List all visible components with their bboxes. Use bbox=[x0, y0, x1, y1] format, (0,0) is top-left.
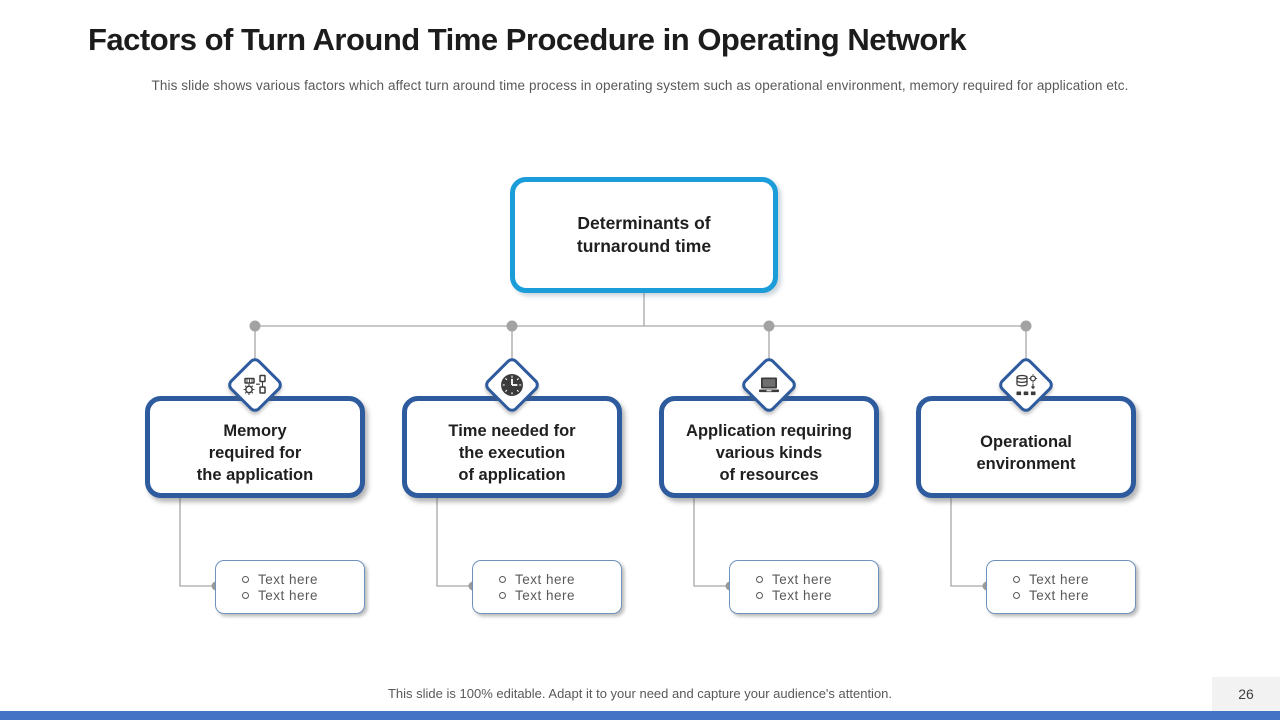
root-node: Determinants of turnaround time bbox=[510, 177, 778, 293]
note-box: Text here Text here bbox=[215, 560, 365, 614]
root-node-label: Determinants of turnaround time bbox=[576, 212, 712, 256]
bullet-circle-icon bbox=[499, 575, 506, 583]
bullet-circle-icon bbox=[242, 591, 249, 599]
note-bullet-item: Text here bbox=[1013, 572, 1135, 587]
note-box: Text here Text here bbox=[729, 560, 879, 614]
factor-label: Time needed for the execution of applica… bbox=[448, 421, 576, 485]
note-text: Text here bbox=[772, 571, 833, 587]
factor-diamond-application bbox=[739, 355, 799, 415]
factor-label: Memory required for the application bbox=[196, 421, 314, 485]
bullet-circle-icon bbox=[756, 591, 763, 599]
note-bullet-item: Text here bbox=[242, 572, 364, 587]
note-bullet-item: Text here bbox=[756, 588, 878, 603]
clock-icon bbox=[499, 372, 525, 398]
factor-label: Application requiring various kinds of r… bbox=[686, 421, 852, 485]
slide-title: Factors of Turn Around Time Procedure in… bbox=[88, 22, 967, 57]
slide-subtitle: This slide shows various factors which a… bbox=[151, 78, 1129, 93]
memory-icon bbox=[242, 372, 268, 398]
page-number: 26 bbox=[1212, 677, 1280, 711]
note-bullet-item: Text here bbox=[499, 588, 621, 603]
note-bullet-item: Text here bbox=[242, 588, 364, 603]
bullet-circle-icon bbox=[1013, 575, 1020, 583]
laptop-icon bbox=[756, 372, 782, 398]
note-bullet-item: Text here bbox=[756, 572, 878, 587]
note-box: Text here Text here bbox=[472, 560, 622, 614]
factor-label: Operational environment bbox=[976, 432, 1076, 473]
note-bullet-item: Text here bbox=[1013, 588, 1135, 603]
note-box: Text here Text here bbox=[986, 560, 1136, 614]
accent-bar bbox=[0, 711, 1280, 720]
bullet-circle-icon bbox=[756, 575, 763, 583]
factor-box-time: Time needed for the execution of applica… bbox=[402, 396, 622, 498]
factor-diamond-environment bbox=[996, 355, 1056, 415]
note-text: Text here bbox=[1029, 587, 1090, 603]
bullet-circle-icon bbox=[1013, 591, 1020, 599]
note-bullet-item: Text here bbox=[499, 572, 621, 587]
note-text: Text here bbox=[772, 587, 833, 603]
database-icon bbox=[1013, 372, 1039, 398]
note-text: Text here bbox=[515, 587, 576, 603]
note-text: Text here bbox=[515, 571, 576, 587]
bullet-circle-icon bbox=[242, 575, 249, 583]
factor-box-environment: Operational environment bbox=[916, 396, 1136, 498]
note-text: Text here bbox=[258, 587, 319, 603]
factor-diamond-memory bbox=[225, 355, 285, 415]
footer-note: This slide is 100% editable. Adapt it to… bbox=[387, 686, 893, 701]
bullet-circle-icon bbox=[499, 591, 506, 599]
note-text: Text here bbox=[1029, 571, 1090, 587]
note-text: Text here bbox=[258, 571, 319, 587]
factor-diamond-time bbox=[482, 355, 542, 415]
